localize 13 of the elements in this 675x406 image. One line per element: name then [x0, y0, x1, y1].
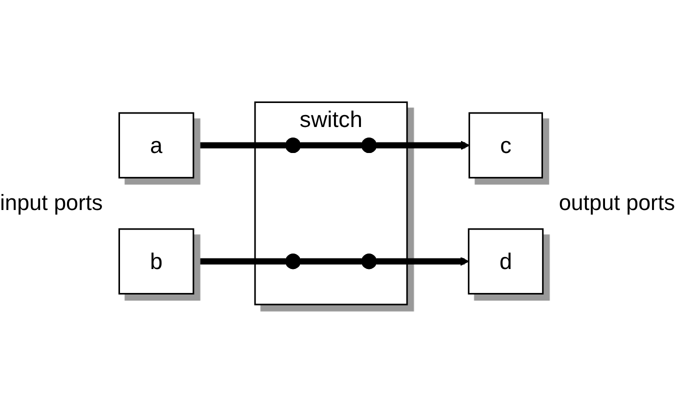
node-box: d: [468, 228, 544, 294]
arrow: [376, 140, 470, 150]
arrow: [376, 256, 469, 266]
connector: [300, 258, 362, 264]
node-box: b: [118, 228, 194, 294]
port-group-label: input ports: [0, 190, 103, 216]
port-group-label: output ports: [558, 190, 675, 216]
connector: [193, 142, 286, 148]
node-box: c: [468, 112, 543, 178]
node-box: a: [118, 112, 194, 178]
connector: [193, 258, 286, 264]
cluster: switch: [254, 101, 408, 305]
connector: [300, 142, 362, 148]
